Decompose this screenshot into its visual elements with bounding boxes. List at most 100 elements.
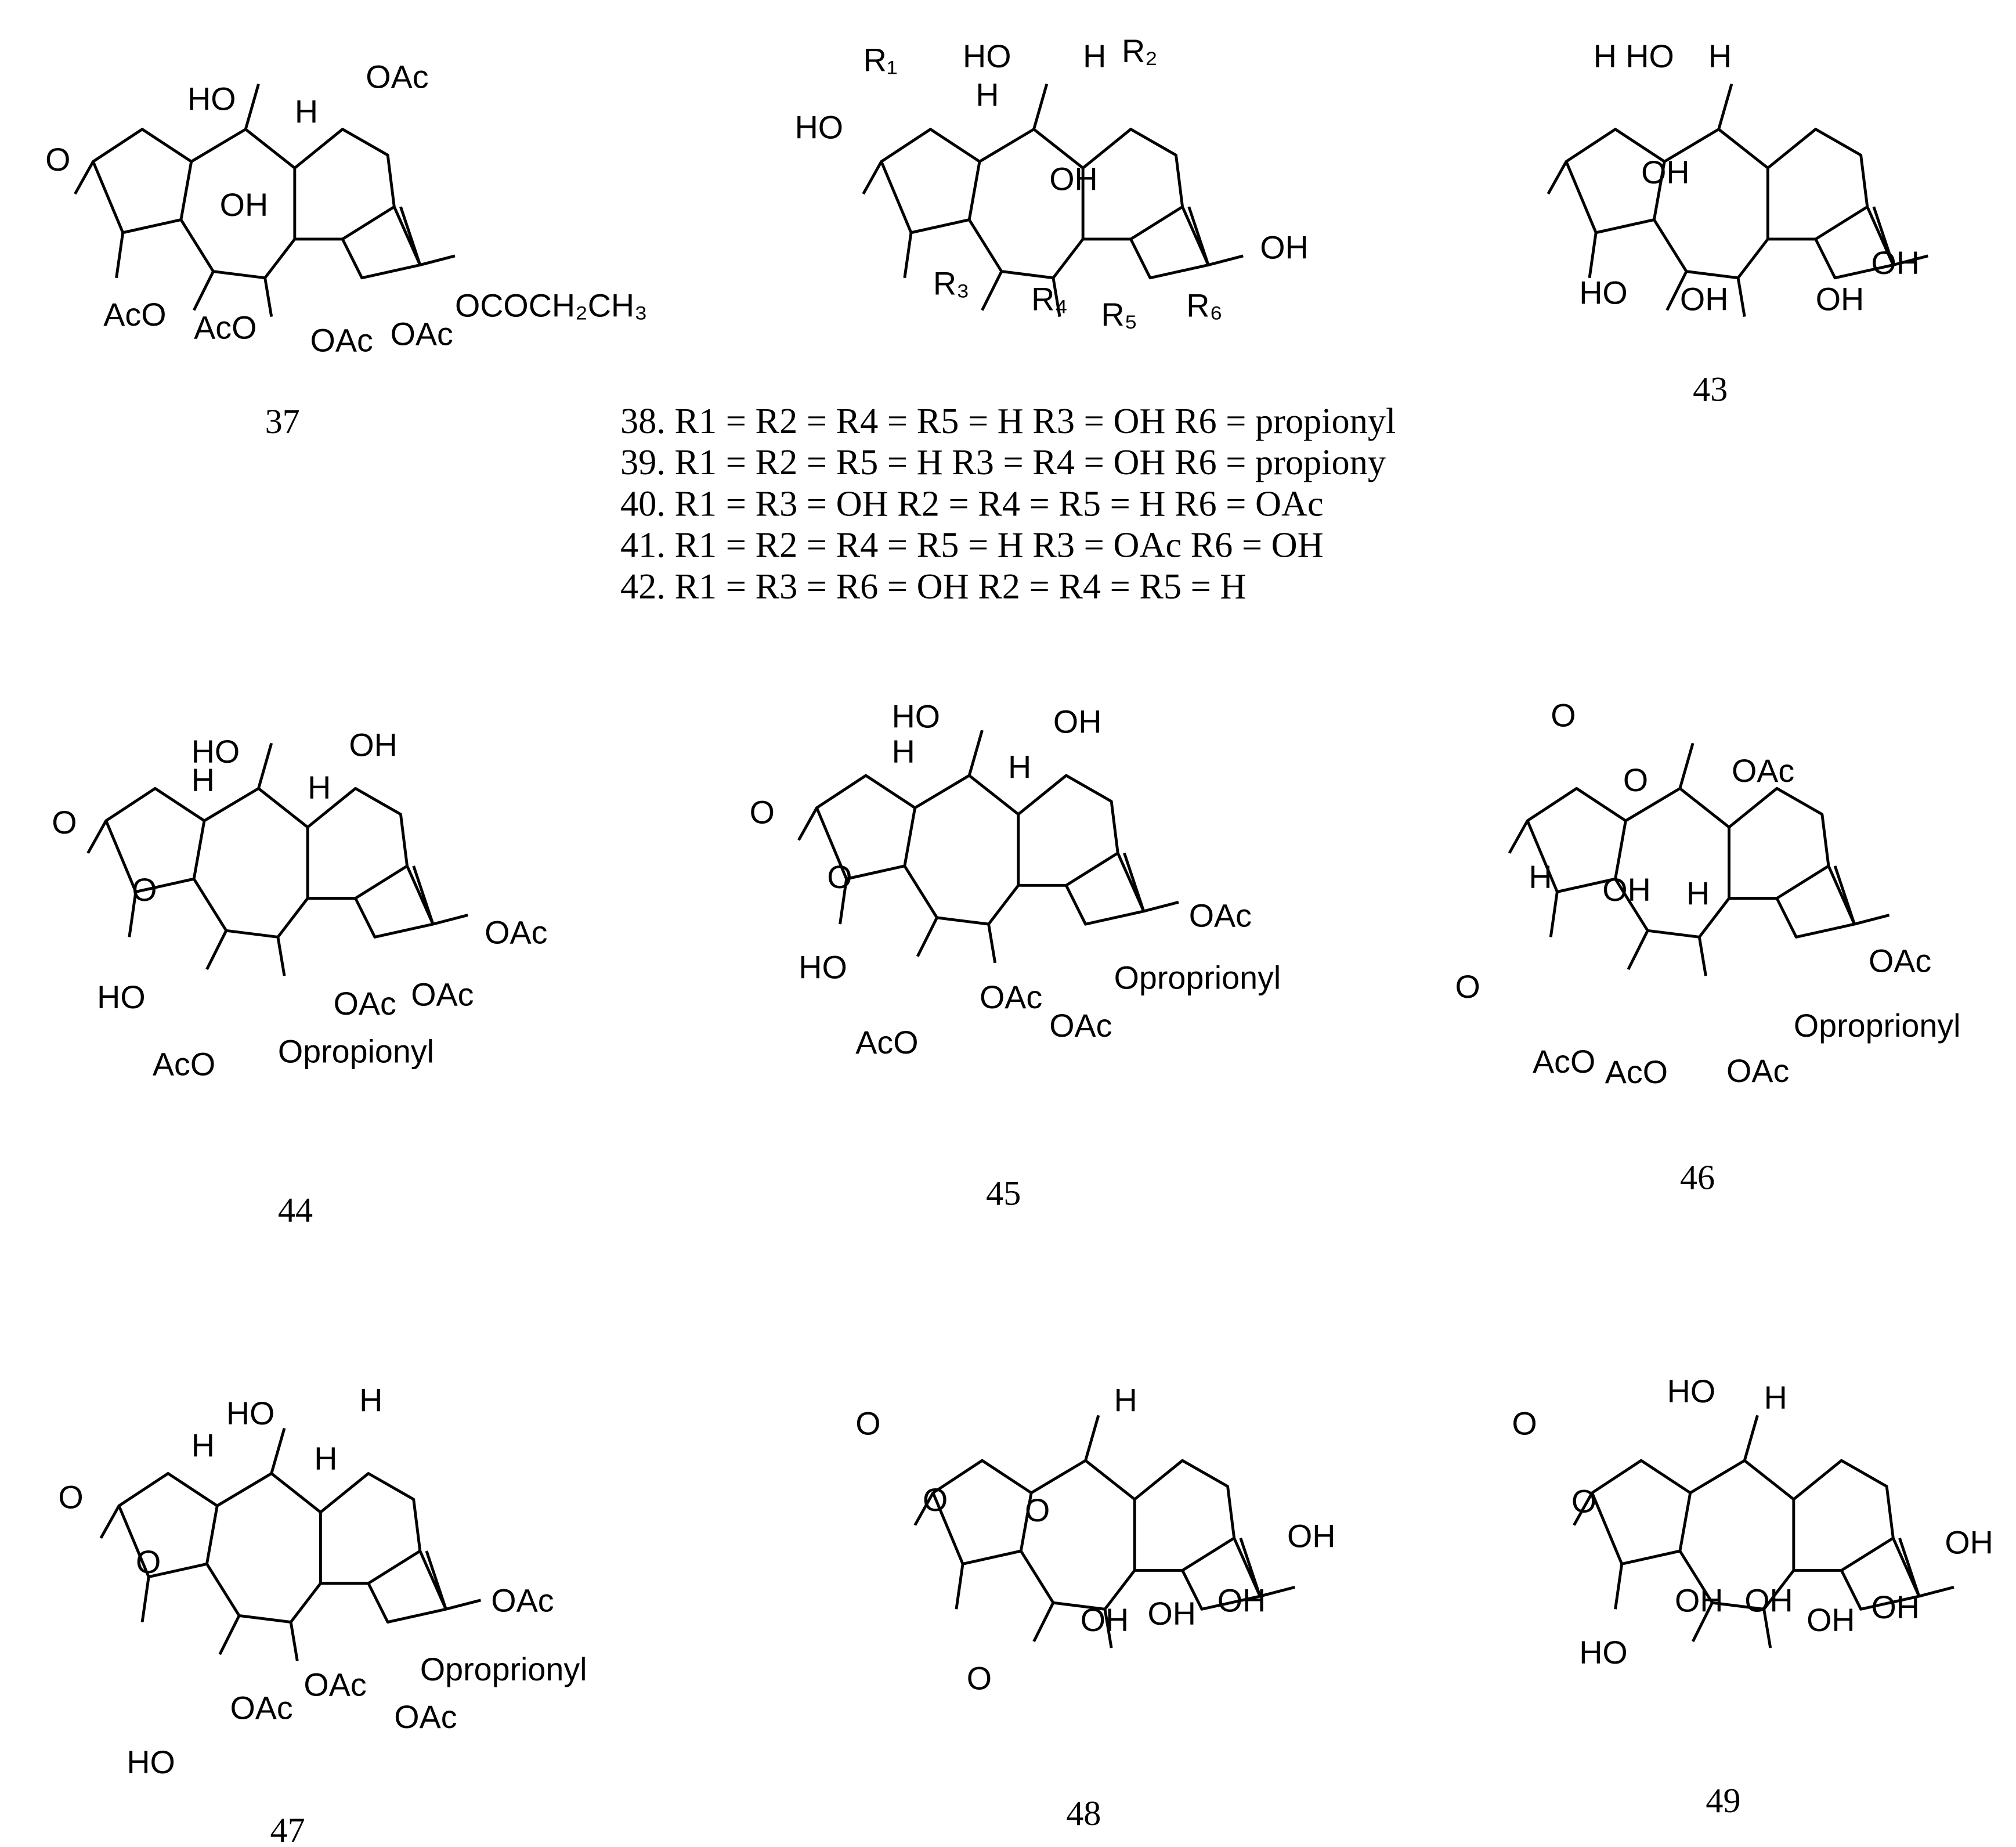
atom-label-44: HO [97,979,145,1015]
skeleton-46 [1508,742,1890,976]
compound-number-48: 48 [1066,1794,1101,1833]
atom-label-48: O [1025,1492,1050,1528]
atom-label-49: O [1571,1483,1596,1519]
atom-label-43: OH [1680,281,1728,317]
atom-label-46: Oproprionyl [1794,1008,1961,1044]
atom-label-45: H [1008,749,1031,785]
atom-label-43: H [1708,38,1732,74]
atom-label-44: OAc [334,986,396,1022]
atom-label-38-42: H [976,77,999,113]
atom-label-47: OAc [230,1690,293,1726]
legend-line-38: 38. R1 = R2 = R4 = R5 = H R3 = OH R6 = p… [620,401,1396,441]
atom-label-44: HO [192,734,240,770]
atom-label-47: OAc [394,1699,457,1735]
atom-label-47: H [192,1428,215,1464]
atom-label-49: OH [1871,1589,1919,1625]
atom-label-49: OH [1744,1583,1793,1619]
atom-label-45: OH [1053,704,1101,740]
atom-label-48: OH [1081,1602,1129,1638]
atom-label-48: OH [1147,1596,1195,1632]
atom-label-38-42: R₅ [1101,297,1137,333]
atom-label-47: H [314,1441,337,1477]
atom-label-45: HO [799,950,847,986]
atom-label-44: H [308,770,331,806]
skeleton-48 [913,1415,1295,1648]
atom-label-45: AcO [855,1024,918,1060]
atom-label-43: HO [1579,275,1627,311]
skeleton-49 [1573,1415,1954,1648]
skeleton-43 [1547,84,1929,317]
compound-number-45: 45 [986,1174,1021,1213]
atom-label-45: H [892,734,915,770]
atom-label-37: OAc [366,59,428,95]
atom-label-43: OH [1871,245,1919,281]
atom-label-47: OAc [304,1666,366,1702]
atom-label-47: H [359,1383,382,1419]
atom-label-37: AcO [103,297,166,333]
atom-label-45: HO [892,699,940,735]
atom-label-38-42: H [1083,38,1106,74]
atom-label-49: HO [1667,1373,1715,1409]
atom-label-37: OAc [391,316,453,352]
compound-number-43: 43 [1693,370,1728,409]
atom-label-49: OH [1945,1525,1993,1561]
atom-label-48: H [1114,1383,1137,1419]
atom-label-38-42: R₆ [1186,288,1223,324]
atom-label-47: Oproprionyl [420,1651,587,1687]
atom-label-46: AcO [1605,1054,1668,1090]
atom-label-47: O [58,1480,83,1516]
atom-label-46: O [1455,969,1480,1005]
legend-line-40: 40. R1 = R3 = OH R2 = R4 = R5 = H R6 = O… [620,484,1324,524]
legend-line-42: 42. R1 = R3 = R6 = OH R2 = R4 = R5 = H [620,567,1246,607]
atom-label-49: H [1764,1380,1787,1416]
compound-number-46: 46 [1680,1159,1715,1197]
atom-label-47: HO [127,1744,175,1780]
atom-label-46: O [1551,697,1576,733]
atom-label-44: O [52,805,77,840]
atom-label-47: O [136,1544,161,1580]
atom-label-46: OAc [1732,753,1794,789]
skeleton-38-42 [862,84,1244,317]
atom-label-45: O [750,794,775,830]
atom-label-46: AcO [1533,1044,1595,1080]
atom-label-43: HO [1625,38,1674,74]
atom-label-44: AcO [153,1047,215,1083]
atom-label-45: Oproprionyl [1114,959,1281,995]
atom-label-46: OH [1602,872,1650,908]
atom-label-45: OAc [1049,1008,1112,1044]
atom-label-43: H [1594,38,1617,74]
atom-label-48: OH [1217,1583,1266,1619]
atom-label-44: O [132,872,157,908]
atom-label-48: O [855,1406,880,1442]
atom-label-47: HO [226,1395,274,1431]
atom-label-38-42: OH [1260,229,1308,265]
atom-label-37: OAc [310,323,373,359]
atom-label-46: H [1529,859,1552,895]
legend-line-41: 41. R1 = R2 = R4 = R5 = H R3 = OAc R6 = … [620,525,1324,565]
atom-label-38-42: HO [963,38,1011,74]
atom-label-43: OH [1816,281,1864,317]
atom-label-37: H [295,94,318,130]
skeleton-47 [99,1427,482,1661]
atom-label-46: O [1623,762,1648,798]
substituent-legend: 38. R1 = R2 = R4 = R5 = H R3 = OH R6 = p… [620,401,1396,607]
atom-label-49: OH [1675,1583,1723,1619]
atom-label-49: OH [1807,1602,1855,1638]
atom-label-47: OAc [491,1583,554,1619]
atom-label-48: O [923,1482,948,1518]
compound-number-47: 47 [270,1811,305,1847]
atom-label-37: O [45,142,70,178]
compound-number-44: 44 [278,1191,313,1229]
atom-label-37: HO [187,81,236,117]
compound-number-49: 49 [1706,1781,1740,1820]
atom-label-37: AcO [194,309,256,345]
atom-label-38-42: R₂ [1122,33,1158,69]
atom-label-44: Opropionyl [278,1033,434,1069]
atom-label-46: H [1686,876,1710,912]
atom-label-38-42: R₁ [864,42,898,78]
skeleton-37 [74,84,456,317]
atom-label-44: OH [349,727,397,763]
atom-label-45: O [827,859,852,895]
